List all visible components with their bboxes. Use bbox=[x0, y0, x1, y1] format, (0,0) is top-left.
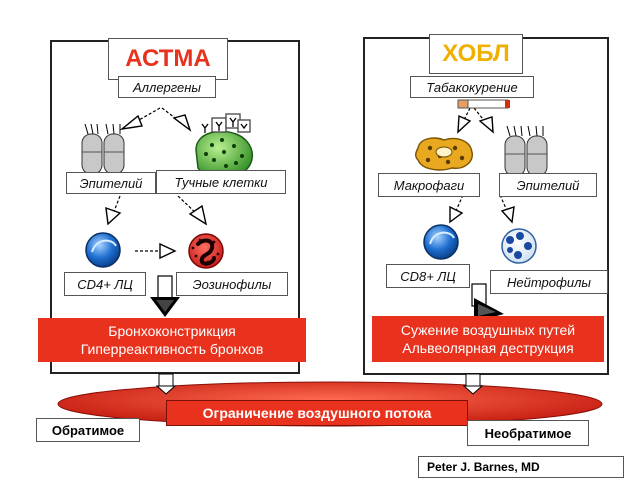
asthma-down-arrow bbox=[150, 275, 180, 317]
arrow-allergen-mast bbox=[172, 114, 192, 132]
arrow-allergen-epithelium bbox=[119, 114, 143, 131]
cd4-label: CD4+ ЛЦ bbox=[64, 272, 146, 296]
copd-epithelium-label: Эпителий bbox=[499, 173, 597, 197]
arrow-smoke-macro bbox=[457, 114, 472, 134]
asthma-effect-1: Бронхоконстрикция bbox=[108, 323, 236, 339]
lymphocyte-icon bbox=[423, 224, 459, 260]
macrophage-icon bbox=[415, 137, 473, 171]
asthma-effects: Бронхоконстрикция Гиперреактивность брон… bbox=[38, 318, 306, 362]
author-credit: Peter J. Barnes, MD bbox=[418, 456, 624, 478]
epithelium-label: Эпителий bbox=[66, 172, 156, 194]
eosinophils-label: Эозинофилы bbox=[176, 272, 288, 296]
lymphocyte-icon bbox=[85, 232, 121, 268]
arrow-macro-cd8 bbox=[449, 205, 464, 224]
asthma-title: АСТМА bbox=[108, 38, 228, 80]
asthma-effect-2: Гиперреактивность бронхов bbox=[80, 341, 264, 357]
arrow-epi-cd4 bbox=[105, 206, 122, 226]
copd-effect-2: Альвеолярная деструкция bbox=[402, 340, 574, 356]
macrophages-label: Макрофаги bbox=[378, 173, 480, 197]
allergens-label: Аллергены bbox=[118, 76, 216, 98]
irreversible-label: Необратимое bbox=[467, 420, 589, 446]
arrows-to-ellipse bbox=[155, 373, 484, 395]
cd8-label: CD8+ ЛЦ bbox=[386, 264, 470, 288]
reversible-label: Обратимое bbox=[36, 418, 140, 442]
arrow-mast-eos bbox=[188, 204, 208, 226]
mast-cell-icon bbox=[195, 130, 254, 179]
epithelium-cell-icon bbox=[504, 125, 548, 177]
antibody-icon bbox=[201, 113, 251, 133]
smoking-label: Табакокурение bbox=[410, 76, 534, 98]
copd-effect-1: Сужение воздушных путей bbox=[400, 322, 576, 338]
mast-cells-label: Тучные клетки bbox=[156, 170, 286, 194]
epithelium-cell-icon bbox=[81, 123, 125, 175]
eosinophil-icon bbox=[188, 233, 224, 269]
neutrophil-icon bbox=[501, 228, 537, 264]
neutrophils-label: Нейтрофилы bbox=[490, 270, 608, 294]
arrow-smoke-epi bbox=[478, 116, 494, 134]
copd-effects: Сужение воздушных путей Альвеолярная дес… bbox=[372, 316, 604, 362]
copd-title: ХОБЛ bbox=[429, 34, 523, 74]
arrow-cd4-eos bbox=[159, 242, 177, 260]
airflow-limitation-label: Ограничение воздушного потока bbox=[166, 400, 468, 426]
arrow-epi-neut bbox=[500, 205, 515, 224]
